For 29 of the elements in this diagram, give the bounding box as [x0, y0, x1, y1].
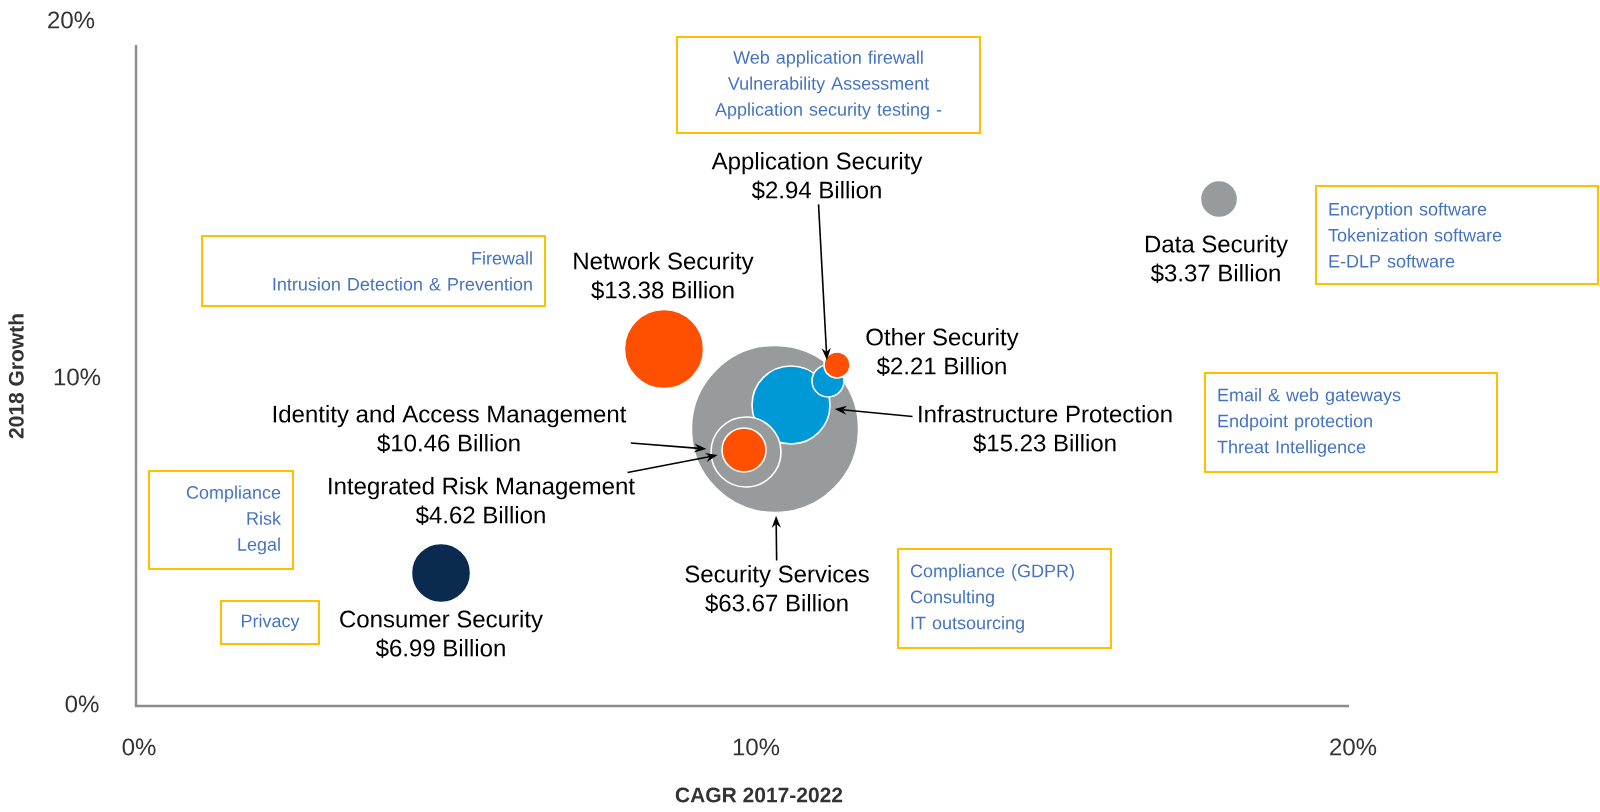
- callout-box: Firewall Intrusion Detection & Prevention: [201, 235, 546, 307]
- tick-label: 10%: [54, 368, 101, 386]
- bubble: [1201, 181, 1237, 217]
- bubble-label: Security Services $63.67 Billion: [685, 564, 869, 613]
- bubble-label: Other Security $2.21 Billion: [866, 327, 1019, 376]
- bubble-label: Integrated Risk Management $4.62 Billion: [329, 476, 635, 525]
- axis-title: 2018 Growth: [8, 314, 24, 439]
- bubble: [625, 310, 703, 388]
- callout-box: Compliance (GDPR) Consulting IT outsourcing: [897, 548, 1112, 649]
- bubble-label: Application Security $2.94 Billion: [711, 151, 923, 200]
- bubble: [412, 544, 470, 602]
- bubble: [721, 427, 767, 473]
- bubble-label: Identity and Access Management $10.46 Billion: [273, 404, 627, 453]
- tick-label: 20%: [1330, 738, 1377, 756]
- callout-box: Privacy: [220, 600, 320, 645]
- tick-label: 20%: [48, 11, 95, 29]
- bubble-label: Consumer Security $6.99 Billion: [340, 609, 543, 658]
- tick-label: 0%: [65, 695, 99, 713]
- tick-label: 0%: [122, 738, 156, 756]
- bubble-label: Data Security $3.37 Billion: [1145, 234, 1288, 283]
- axis-title: CAGR 2017-2022: [675, 787, 843, 803]
- bubble-label: Infrastructure Protection $15.23 Billion: [919, 404, 1172, 453]
- tick-label: 10%: [733, 738, 780, 756]
- bubble-label: Network Security $13.38 Billion: [574, 251, 754, 300]
- callout-box: Compliance Risk Legal: [148, 470, 294, 570]
- callout-box: Encryption software Tokenization software E-DLP software: [1315, 185, 1599, 285]
- bubble: [823, 351, 851, 379]
- callout-box: Email & web gateways Endpoint protection Threat Intelligence: [1204, 372, 1498, 473]
- callout-box: Web application firewall Vulnerability Assessment Application security testing -: [676, 36, 981, 134]
